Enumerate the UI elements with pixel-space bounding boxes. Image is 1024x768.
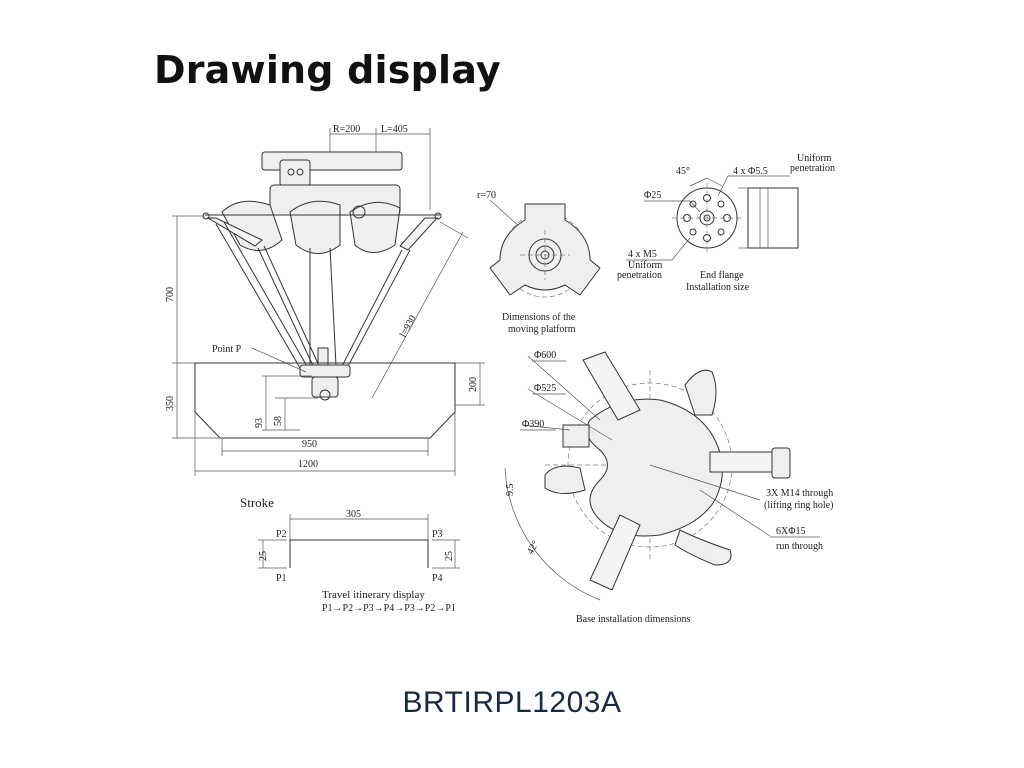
flange-uniform-top-2: penetration: [790, 163, 835, 174]
stroke-25-left: 25: [258, 551, 269, 561]
side-view: R=200 L=405 700: [165, 124, 485, 476]
flange-uniform-bottom-1: Uniform: [628, 260, 663, 271]
dim-58: 58: [273, 416, 284, 426]
base-run-through: run through: [776, 541, 823, 552]
stroke-p3: P3: [432, 529, 443, 540]
dim-r200: R=200: [333, 124, 360, 135]
stroke-25-right: 25: [444, 551, 455, 561]
base-m14-1: 3X M14 through: [766, 488, 833, 499]
dim-l405: L=405: [381, 124, 408, 135]
point-p-label: Point P: [212, 344, 242, 355]
stroke-title: Stroke: [240, 495, 274, 510]
dim-1200: 1200: [298, 459, 318, 470]
end-flange-view: 45° 4 x Φ5.5 Uniform penetration Φ25 4 x…: [617, 153, 835, 293]
moving-platform-caption-1: Dimensions of the: [502, 312, 576, 323]
dim-r70: r=70: [477, 190, 496, 201]
dim-93: 93: [254, 418, 265, 428]
stroke-p4: P4: [432, 573, 443, 584]
model-number: BRTIRPL1203A: [402, 686, 622, 719]
base-caption: Base installation dimensions: [576, 614, 691, 625]
flange-caption-2: Installation size: [686, 282, 750, 293]
itinerary-title: Travel itinerary display: [322, 589, 425, 601]
stroke-p2: P2: [276, 529, 287, 540]
dim-l930: l=930: [398, 314, 419, 340]
dim-350: 350: [165, 396, 176, 411]
moving-platform-caption-2: moving platform: [508, 324, 576, 335]
dim-305: 305: [346, 509, 361, 520]
dim-950: 950: [302, 439, 317, 450]
flange-angle: 45°: [676, 166, 690, 177]
stroke-diagram: Stroke 305 P2 P3 P1 P4 25 25 Travel itin…: [240, 495, 460, 614]
base-angle-42: 42°: [525, 539, 542, 557]
base-m14-2: (lifting ring hole): [764, 500, 833, 511]
base-d525: Φ525: [534, 383, 556, 394]
stroke-p1: P1: [276, 573, 287, 584]
flange-holes-bottom: 4 x M5: [628, 249, 657, 260]
base-view: Φ600 Φ525 Φ390 9.5 42° 3X M14 through (l…: [504, 350, 833, 625]
itinerary-path: P1→P2→P3→P4→P3→P2→P1: [322, 603, 456, 614]
flange-uniform-top-1: Uniform: [797, 153, 832, 164]
page-title: Drawing display: [154, 48, 501, 92]
base-dim-95: 9.5: [505, 484, 516, 497]
moving-platform-view: r=70 Dimensions of the moving platform: [477, 190, 601, 335]
flange-dia: Φ25: [644, 190, 661, 201]
base-d600: Φ600: [534, 350, 556, 361]
dim-200: 200: [468, 377, 479, 392]
flange-holes-top: 4 x Φ5.5: [733, 166, 768, 177]
flange-uniform-bottom-2: penetration: [617, 270, 662, 281]
dim-700: 700: [165, 287, 176, 302]
base-holes-15: 6XΦ15: [776, 526, 806, 537]
flange-caption-1: End flange: [700, 270, 744, 281]
base-d390: Φ390: [522, 419, 544, 430]
